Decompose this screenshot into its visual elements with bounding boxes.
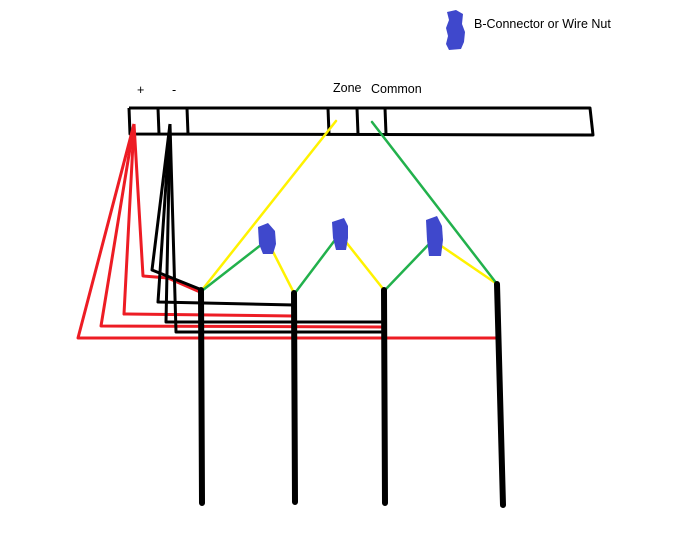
zone-wire	[200, 119, 338, 292]
terminal-divider	[156, 107, 161, 135]
plus-terminal-label: +	[137, 83, 144, 97]
negative-wires	[150, 123, 385, 334]
device-lead	[494, 281, 506, 508]
positive-wire	[132, 123, 201, 294]
common-wire	[370, 120, 499, 286]
minus-terminal-label: -	[172, 83, 176, 97]
device-lead	[198, 287, 205, 506]
common-wire	[293, 234, 340, 295]
positive-wire	[122, 123, 294, 318]
zone-wire	[340, 235, 386, 292]
legend: B-Connector or Wire Nut	[446, 10, 611, 50]
device-lead	[381, 287, 388, 506]
legend-connector-label: B-Connector or Wire Nut	[474, 17, 611, 31]
zone-wire	[432, 239, 499, 286]
terminal-strip	[127, 106, 595, 137]
positive-wire	[99, 123, 386, 329]
common-wire	[201, 239, 268, 292]
device-leads	[198, 281, 506, 508]
common-wire	[383, 239, 434, 292]
wire-nut-icon	[258, 223, 276, 254]
connectors	[258, 216, 443, 256]
wire-nut-icon	[332, 218, 348, 250]
negative-wire	[164, 123, 383, 324]
negative-wire	[168, 123, 385, 334]
terminal-divider	[383, 107, 388, 135]
wire-nut-icon	[426, 216, 443, 256]
legend-connector-icon	[446, 10, 465, 50]
positive-wire	[76, 123, 497, 340]
terminal-divider	[355, 107, 360, 135]
terminal-divider	[185, 107, 190, 135]
negative-wire	[150, 123, 203, 292]
positive-wires	[76, 123, 497, 340]
zone-terminal-label: Zone	[333, 81, 362, 95]
zone-wires	[200, 119, 499, 295]
common-terminal-label: Common	[371, 82, 422, 96]
device-lead	[291, 290, 298, 505]
terminal-strip-outline	[127, 106, 595, 137]
common-wires	[201, 120, 499, 295]
negative-wire	[156, 123, 295, 307]
